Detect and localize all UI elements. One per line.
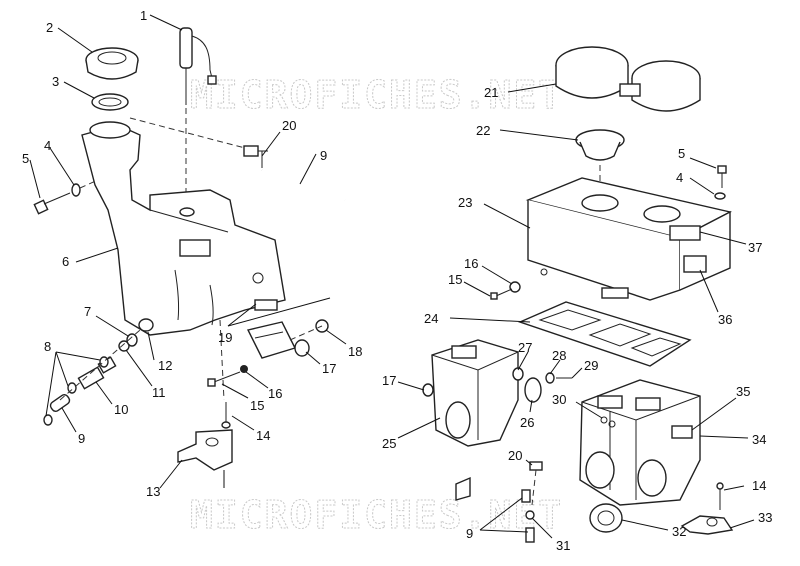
watermark-top: MICROFICHES.NET xyxy=(190,73,563,117)
callout-36: 36 xyxy=(718,312,732,327)
callout-labels: 1 2 3 4 5 6 7 8 9 10 11 12 13 14 15 16 1… xyxy=(22,8,772,553)
part-5-bolt xyxy=(33,192,71,215)
callout-5: 5 xyxy=(22,151,29,166)
callout-2: 2 xyxy=(46,20,53,35)
callout-15: 15 xyxy=(250,398,264,413)
part-4-washer xyxy=(71,183,81,197)
part-20-fitting xyxy=(243,145,268,168)
callout-9c: 9 xyxy=(466,526,473,541)
callout-32: 32 xyxy=(672,524,686,539)
callout-10: 10 xyxy=(114,402,128,417)
part-22-boot xyxy=(575,129,625,161)
part-12-valve-outlet xyxy=(138,318,154,332)
callout-4: 4 xyxy=(44,138,51,153)
callout-15b: 15 xyxy=(448,272,462,287)
callout-22: 22 xyxy=(476,123,490,138)
callout-9b: 9 xyxy=(320,148,327,163)
part-9c-hose-fittings xyxy=(455,476,535,543)
part-23-airbox-cover xyxy=(525,177,733,301)
callout-4b: 4 xyxy=(676,170,683,185)
callout-16: 16 xyxy=(268,386,282,401)
part-21-air-filters xyxy=(555,46,701,112)
part-16-nut xyxy=(240,365,248,373)
part-9-hose xyxy=(261,168,346,202)
part-9-hose-stub xyxy=(49,394,71,412)
callout-14: 14 xyxy=(256,428,270,443)
part-30-grommets xyxy=(600,416,616,428)
part-28-nut xyxy=(545,372,555,384)
watermark-bottom: MICROFICHES.NET xyxy=(190,493,563,537)
part-1-sender xyxy=(179,27,217,200)
callout-25: 25 xyxy=(382,436,396,451)
part-3-gasket xyxy=(91,93,129,111)
callout-24: 24 xyxy=(424,311,438,326)
callout-13: 13 xyxy=(146,484,160,499)
left-assembly xyxy=(33,27,346,471)
part-2-fuel-cap xyxy=(85,47,139,80)
callout-14b: 14 xyxy=(752,478,766,493)
callout-27: 27 xyxy=(518,340,532,355)
callout-16b: 16 xyxy=(464,256,478,271)
callout-20: 20 xyxy=(282,118,296,133)
callout-28: 28 xyxy=(552,348,566,363)
part-25-intake-silencer xyxy=(431,339,519,447)
leader-lines xyxy=(29,14,755,539)
callout-26: 26 xyxy=(520,415,534,430)
callout-12: 12 xyxy=(158,358,172,373)
part-34-airbox-lower xyxy=(579,379,701,506)
callout-35: 35 xyxy=(736,384,750,399)
callout-1: 1 xyxy=(140,8,147,23)
callout-29: 29 xyxy=(584,358,598,373)
part-19-bracket xyxy=(246,321,296,359)
callout-37: 37 xyxy=(748,240,762,255)
part-33-bracket xyxy=(680,515,734,535)
callout-6: 6 xyxy=(62,254,69,269)
callout-3: 3 xyxy=(52,74,59,89)
right-assembly xyxy=(422,46,734,543)
callout-34: 34 xyxy=(752,432,766,447)
part-31-clamp xyxy=(525,510,535,520)
part-27-clamp xyxy=(512,367,524,381)
callout-30: 30 xyxy=(552,392,566,407)
part-15b-screw xyxy=(490,288,513,300)
part-17-grommet xyxy=(294,339,310,357)
part-11-clamp xyxy=(118,340,130,352)
part-6-fuel-tank xyxy=(81,121,286,336)
part-32-seal xyxy=(589,503,623,533)
callout-8: 8 xyxy=(44,339,51,354)
callout-31: 31 xyxy=(556,538,570,553)
part-7-washer xyxy=(126,333,138,347)
callout-11: 11 xyxy=(152,385,166,400)
part-13-mount-bracket xyxy=(177,429,233,471)
part-16b-nut xyxy=(509,281,521,293)
callout-17: 17 xyxy=(322,361,336,376)
part-15-screw xyxy=(207,371,241,387)
callout-17b: 17 xyxy=(382,373,396,388)
callout-18: 18 xyxy=(348,344,362,359)
callout-20b: 20 xyxy=(508,448,522,463)
callout-5b: 5 xyxy=(678,146,685,161)
callout-9: 9 xyxy=(78,431,85,446)
part-5b-screw xyxy=(717,165,727,188)
part-20b-fitting xyxy=(529,461,543,471)
callout-19: 19 xyxy=(218,330,232,345)
part-14-pin xyxy=(221,402,231,429)
part-24-gasket xyxy=(518,301,692,367)
part-14b-pin xyxy=(716,482,724,510)
part-17b-grommet xyxy=(422,383,434,397)
callout-23: 23 xyxy=(458,195,472,210)
callout-7: 7 xyxy=(84,304,91,319)
callout-33: 33 xyxy=(758,510,772,525)
part-26-boot-cap xyxy=(524,377,542,403)
callout-21: 21 xyxy=(484,85,498,100)
part-4b-washer xyxy=(714,192,726,200)
